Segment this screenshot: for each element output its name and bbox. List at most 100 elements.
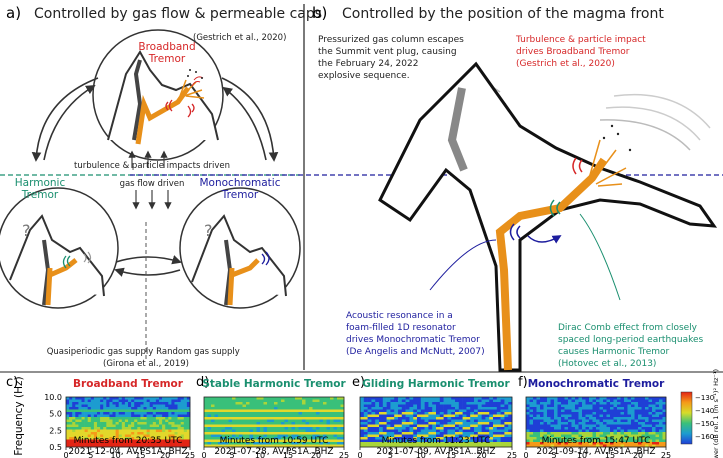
spectrogram-cell (617, 402, 621, 405)
spectrogram-cell (131, 432, 134, 435)
spectrogram-cell (425, 417, 429, 420)
spectrogram-cell (624, 420, 628, 423)
y-tick-label: 10.0 (44, 393, 62, 402)
spectrogram-cell (621, 412, 625, 415)
spectrogram-cell (558, 430, 562, 433)
spectrogram-cell (398, 402, 402, 405)
spectrogram-cell (533, 407, 537, 410)
spectrogram-cell (147, 417, 150, 420)
spectrogram-cell (250, 402, 254, 405)
spectrogram-cell (150, 427, 153, 430)
mono-label-1: Monochromatic (200, 177, 281, 189)
spectrogram-cell (97, 425, 100, 428)
spectrogram-cell (544, 412, 548, 415)
spectrogram-cell (243, 425, 247, 428)
spectrogram-cell (281, 422, 285, 425)
spectrogram-cell (409, 417, 413, 420)
spectrogram-cell (628, 407, 632, 410)
spectrogram-cell (444, 422, 448, 425)
spectrogram-cell (463, 402, 467, 405)
spectrogram-cell (383, 415, 387, 418)
spectrogram-cell (211, 400, 215, 403)
spectrogram-cell (274, 415, 278, 418)
spectrogram-cell (497, 437, 501, 440)
spectrogram-cell (313, 405, 317, 408)
spectrogram-cell (621, 425, 625, 428)
spectrogram-cell (466, 417, 470, 420)
spectrogram-cell (330, 405, 334, 408)
spectrogram-cell (593, 427, 597, 430)
spectrogram-cell (596, 407, 600, 410)
spectrogram-cell (222, 397, 226, 400)
spectrogram-cell (572, 432, 576, 435)
spectrogram-cell (313, 397, 317, 400)
spectrogram-cell (425, 415, 429, 418)
spectrogram-cell (561, 410, 565, 413)
spectrogram-cell (91, 420, 94, 423)
spectrogram-cell (137, 417, 140, 420)
spectrogram-cell (309, 417, 313, 420)
spectrogram-cell (250, 420, 254, 423)
spectrogram-cell (614, 412, 618, 415)
spectrogram-cell (97, 407, 100, 410)
spectrogram-cell (97, 410, 100, 413)
spectrogram-cell (383, 427, 387, 430)
spectrogram-cell (175, 422, 178, 425)
spectrogram-cell (428, 400, 432, 403)
spectrogram-cell (184, 432, 187, 435)
spectrogram-cell (436, 407, 440, 410)
spectrogram-cell (607, 407, 611, 410)
spectrogram-cell (659, 427, 663, 430)
spectrogram-cell (116, 417, 119, 420)
spectrogram-cell (274, 405, 278, 408)
spectrogram-cell (544, 397, 548, 400)
spectrogram-cell (323, 402, 327, 405)
spectrogram-cell (551, 400, 555, 403)
spectrogram-cell (153, 430, 156, 433)
spectrogram-cell (330, 417, 334, 420)
spectrogram-cell (474, 430, 478, 433)
spectrogram-cell (257, 425, 261, 428)
spectrogram-cell (302, 407, 306, 410)
spectrogram-cell (610, 415, 614, 418)
spectrogram-cell (274, 430, 278, 433)
spectrogram-cell (501, 442, 505, 445)
spectrogram-cell (337, 397, 341, 400)
spectrogram-cell (533, 437, 537, 440)
spectrogram-cell (610, 405, 614, 408)
spectrogram-cell (316, 412, 320, 415)
spectrogram-cell (94, 417, 97, 420)
spectrogram-cell (306, 397, 310, 400)
spectrogram-cell (603, 415, 607, 418)
spectrogram-cell (215, 407, 219, 410)
spectrogram-cell (624, 417, 628, 420)
spectrogram-cell (554, 407, 558, 410)
spectrogram-cell (178, 405, 181, 408)
spectrogram-cell (271, 405, 275, 408)
spectrogram-cell (236, 402, 240, 405)
spectrogram-cell (131, 417, 134, 420)
spectrogram-cell (444, 410, 448, 413)
spectrogram-cell (306, 422, 310, 425)
spectrogram-cell (463, 432, 467, 435)
spectrogram-cell (222, 407, 226, 410)
spectrogram-cell (131, 427, 134, 430)
spectrogram-cell (447, 400, 451, 403)
spectrogram-cell (621, 402, 625, 405)
spectrogram-cell (225, 400, 229, 403)
spectrogram-cell (402, 420, 406, 423)
spectrogram-cell (218, 402, 222, 405)
spectrogram-cell (526, 440, 530, 443)
spectrogram-cell (447, 427, 451, 430)
spectrogram-cell (271, 397, 275, 400)
spectrogram-cell (168, 430, 171, 433)
spectrogram-cell (184, 415, 187, 418)
spectrogram-cell (413, 420, 417, 423)
spectrogram-cell (387, 420, 391, 423)
spectrogram-cell (379, 407, 383, 410)
spectrogram-cell (455, 407, 459, 410)
spectrogram-cell (274, 410, 278, 413)
spectrogram-cell (485, 402, 489, 405)
spectrogram-cell (394, 430, 398, 433)
spectrogram-cell (229, 422, 233, 425)
